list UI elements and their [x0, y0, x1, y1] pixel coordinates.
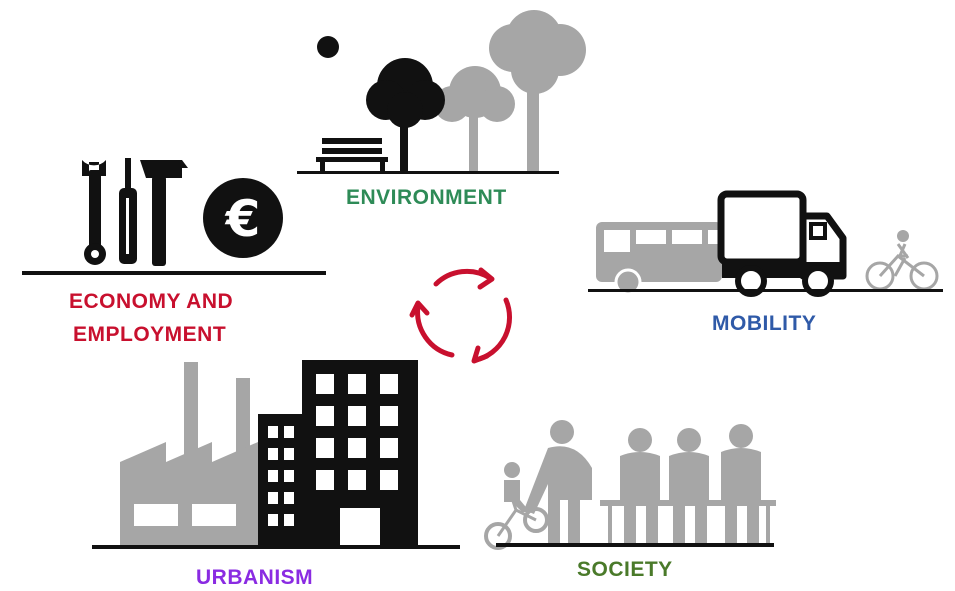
ground-line [92, 545, 460, 549]
bus-icon [596, 222, 722, 296]
label-economy-line2: EMPLOYMENT [73, 323, 227, 346]
label-economy-line1: ECONOMY AND [69, 290, 234, 313]
mobility-scene [588, 190, 943, 297]
ground-line [22, 271, 326, 275]
svg-text:€: € [225, 190, 261, 248]
bicycle-icon [484, 462, 549, 550]
label-environment: ENVIRONMENT [346, 186, 507, 209]
hammer-icon [140, 160, 188, 266]
economy-scene: € [22, 158, 326, 275]
environment-scene [297, 10, 586, 174]
people-icon [524, 420, 761, 544]
screwdriver-icon [119, 158, 137, 264]
building-icon [258, 414, 304, 546]
cyclist-icon [865, 230, 939, 291]
sun-icon [317, 36, 339, 58]
euro-icon: € [203, 178, 283, 258]
ground-line [588, 289, 943, 292]
label-urbanism: URBANISM [196, 566, 314, 589]
tree-icon [434, 10, 586, 172]
building-icon [302, 360, 418, 546]
ground-line [496, 543, 774, 547]
ground-line [297, 171, 559, 174]
truck-icon [717, 190, 847, 297]
cycle-arrows-icon [409, 267, 513, 364]
factory-icon [120, 362, 258, 545]
label-society: SOCIETY [577, 558, 673, 581]
bench-icon [316, 138, 388, 172]
label-mobility: MOBILITY [712, 312, 817, 335]
wrench-icon [82, 160, 106, 265]
tree-icon [366, 58, 445, 172]
bench-icon [600, 500, 776, 544]
urbanism-scene [92, 360, 460, 549]
society-scene [484, 420, 776, 550]
